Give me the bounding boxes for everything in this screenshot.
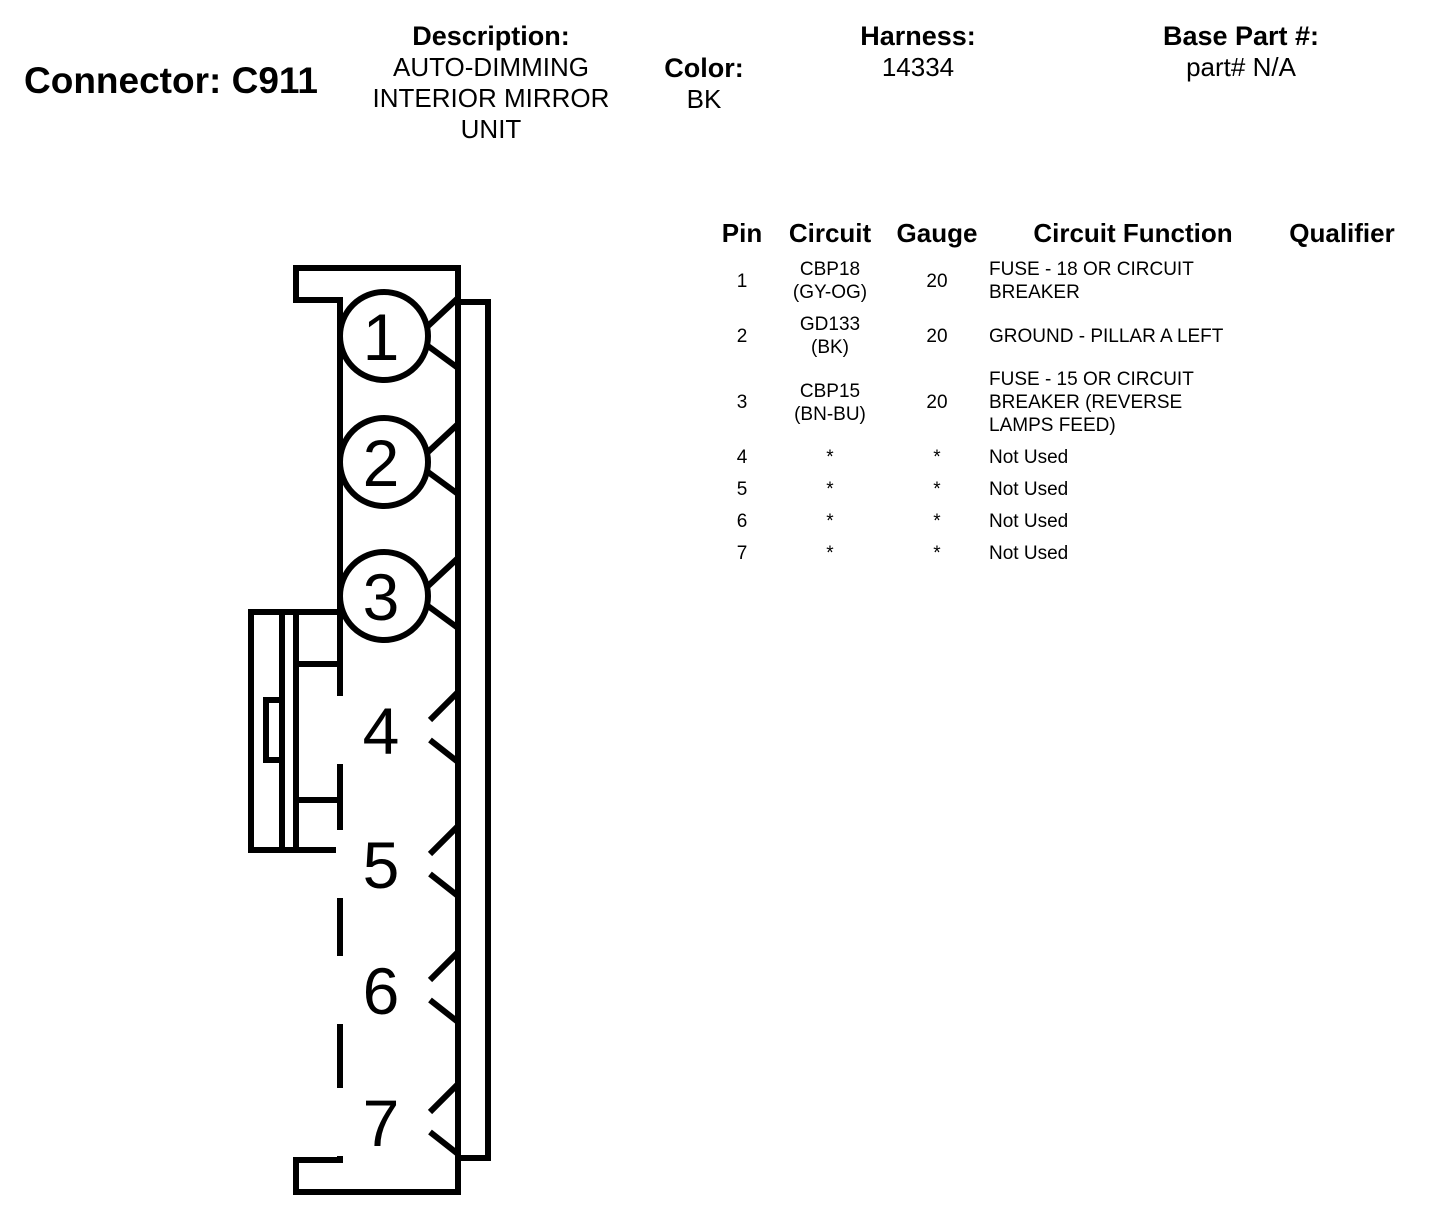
circuit-line: CBP18	[799, 259, 861, 280]
circuit-cell: CBP15(BN-BU)	[770, 380, 890, 426]
pin-gap	[336, 830, 348, 898]
pin-cavity-2: 2	[337, 415, 461, 509]
function-line: Not Used	[989, 447, 1069, 468]
function-line: Not Used	[989, 511, 1069, 532]
circuit-line: (BK)	[811, 337, 849, 358]
terminal-lines	[427, 689, 461, 765]
circuit-line: CBP15	[799, 380, 861, 402]
terminal-lines	[427, 1081, 461, 1157]
circuit-line: GD133	[799, 314, 861, 335]
color-label: Color:	[664, 53, 744, 83]
terminal-lines	[425, 421, 461, 497]
gauge-cell: *	[933, 543, 941, 564]
connector-face-diagram: 1 2 3 4 5 6 7	[248, 265, 491, 1195]
circuit-line: *	[826, 479, 834, 500]
pin-number-label: 4	[363, 694, 400, 768]
circuit-function-cell: Not Used	[989, 478, 1259, 501]
function-line: Not Used	[989, 543, 1069, 564]
connector-title: Connector: C911	[24, 60, 319, 101]
pin-cavity-4: 4	[336, 689, 461, 768]
pin-number-label: 5	[363, 828, 400, 902]
pin-gap	[336, 1088, 348, 1156]
circuit-line: (BN-BU)	[794, 403, 866, 425]
pin-circle	[337, 289, 431, 383]
pin-circle	[337, 549, 431, 643]
circuit-line: *	[826, 511, 834, 532]
base-part-label: Base Part #:	[1162, 21, 1320, 51]
col-header-function: Circuit Function	[1033, 218, 1233, 248]
circuit-function-cell: Not Used	[989, 446, 1259, 469]
circuit-function-cell: GROUND - PILLAR A LEFT	[989, 325, 1259, 348]
description-line: UNIT	[460, 114, 522, 144]
pin-cavity-7: 7	[336, 1081, 461, 1160]
base-part-block: Base Part #: part# N/A	[1120, 20, 1362, 83]
pin-number-label: 6	[363, 954, 400, 1028]
circuit-cell: *	[770, 510, 890, 533]
function-line: FUSE - 18 OR CIRCUIT	[989, 259, 1194, 280]
pin-gap	[336, 696, 348, 764]
description-line: INTERIOR MIRROR	[372, 83, 610, 113]
terminal-lines	[425, 295, 461, 371]
color-value: BK	[686, 84, 722, 114]
description-label: Description:	[412, 21, 570, 51]
harness-block: Harness: 14334	[820, 20, 1016, 83]
function-line: BREAKER (REVERSE	[989, 392, 1183, 413]
pin-number-cell: 5	[736, 479, 748, 500]
base-part-value: part# N/A	[1186, 52, 1296, 82]
pin-number-label: 1	[363, 300, 400, 374]
gauge-cell: *	[933, 511, 941, 532]
pin-cavity-6: 6	[336, 949, 461, 1028]
gauge-cell: 20	[926, 270, 948, 292]
terminal-lines	[425, 555, 461, 631]
pin-cavity-1: 1	[337, 289, 461, 383]
function-line: BREAKER	[989, 282, 1080, 303]
gauge-cell: *	[933, 447, 941, 468]
pin-cavity-5: 5	[336, 823, 461, 902]
harness-label: Harness:	[860, 21, 976, 51]
circuit-cell: GD133(BK)	[770, 313, 890, 359]
terminal-lines	[427, 823, 461, 899]
circuit-cell: *	[770, 542, 890, 565]
terminal-lines	[427, 949, 461, 1025]
function-line: GROUND - PILLAR A LEFT	[989, 325, 1224, 347]
circuit-cell: *	[770, 446, 890, 469]
color-block: Color: BK	[640, 52, 768, 115]
circuit-line: *	[826, 543, 834, 564]
function-line: LAMPS FEED)	[989, 415, 1116, 436]
pin-number-label: 2	[363, 426, 400, 500]
gauge-cell: 20	[926, 325, 948, 347]
gauge-cell: 20	[926, 392, 948, 413]
circuit-function-cell: Not Used	[989, 510, 1259, 533]
col-header-qualifier: Qualifier	[1289, 218, 1395, 248]
connector-body-outline	[293, 265, 461, 1195]
pin-number-label: 3	[363, 560, 400, 634]
description-block: Description: AUTO-DIMMING INTERIOR MIRRO…	[350, 20, 632, 145]
function-line: Not Used	[989, 479, 1069, 500]
col-header-pin: Pin	[721, 218, 763, 248]
description-line: AUTO-DIMMING	[393, 52, 589, 82]
pin-circle	[337, 415, 431, 509]
gauge-cell: *	[933, 479, 941, 500]
pin-number-label: 7	[363, 1086, 400, 1160]
pin-number-cell: 4	[736, 447, 748, 468]
pin-number-cell: 1	[736, 270, 748, 292]
pin-gap	[336, 956, 348, 1024]
circuit-cell: *	[770, 478, 890, 501]
connector-right-rail	[458, 299, 491, 1161]
col-header-gauge: Gauge	[896, 218, 978, 248]
pin-cavity-3: 3	[337, 549, 461, 643]
pin-number-cell: 2	[736, 325, 748, 347]
pin-number-cell: 3	[736, 392, 748, 413]
circuit-cell: CBP18(GY-OG)	[770, 258, 890, 304]
circuit-function-cell: Not Used	[989, 542, 1259, 565]
harness-value: 14334	[881, 52, 955, 82]
pin-number-cell: 6	[736, 511, 748, 532]
function-line: FUSE - 15 OR CIRCUIT	[989, 369, 1194, 390]
col-header-circuit: Circuit	[788, 218, 872, 248]
pin-number-cell: 7	[736, 543, 748, 564]
circuit-line: *	[826, 447, 834, 468]
circuit-line: (GY-OG)	[792, 282, 868, 303]
